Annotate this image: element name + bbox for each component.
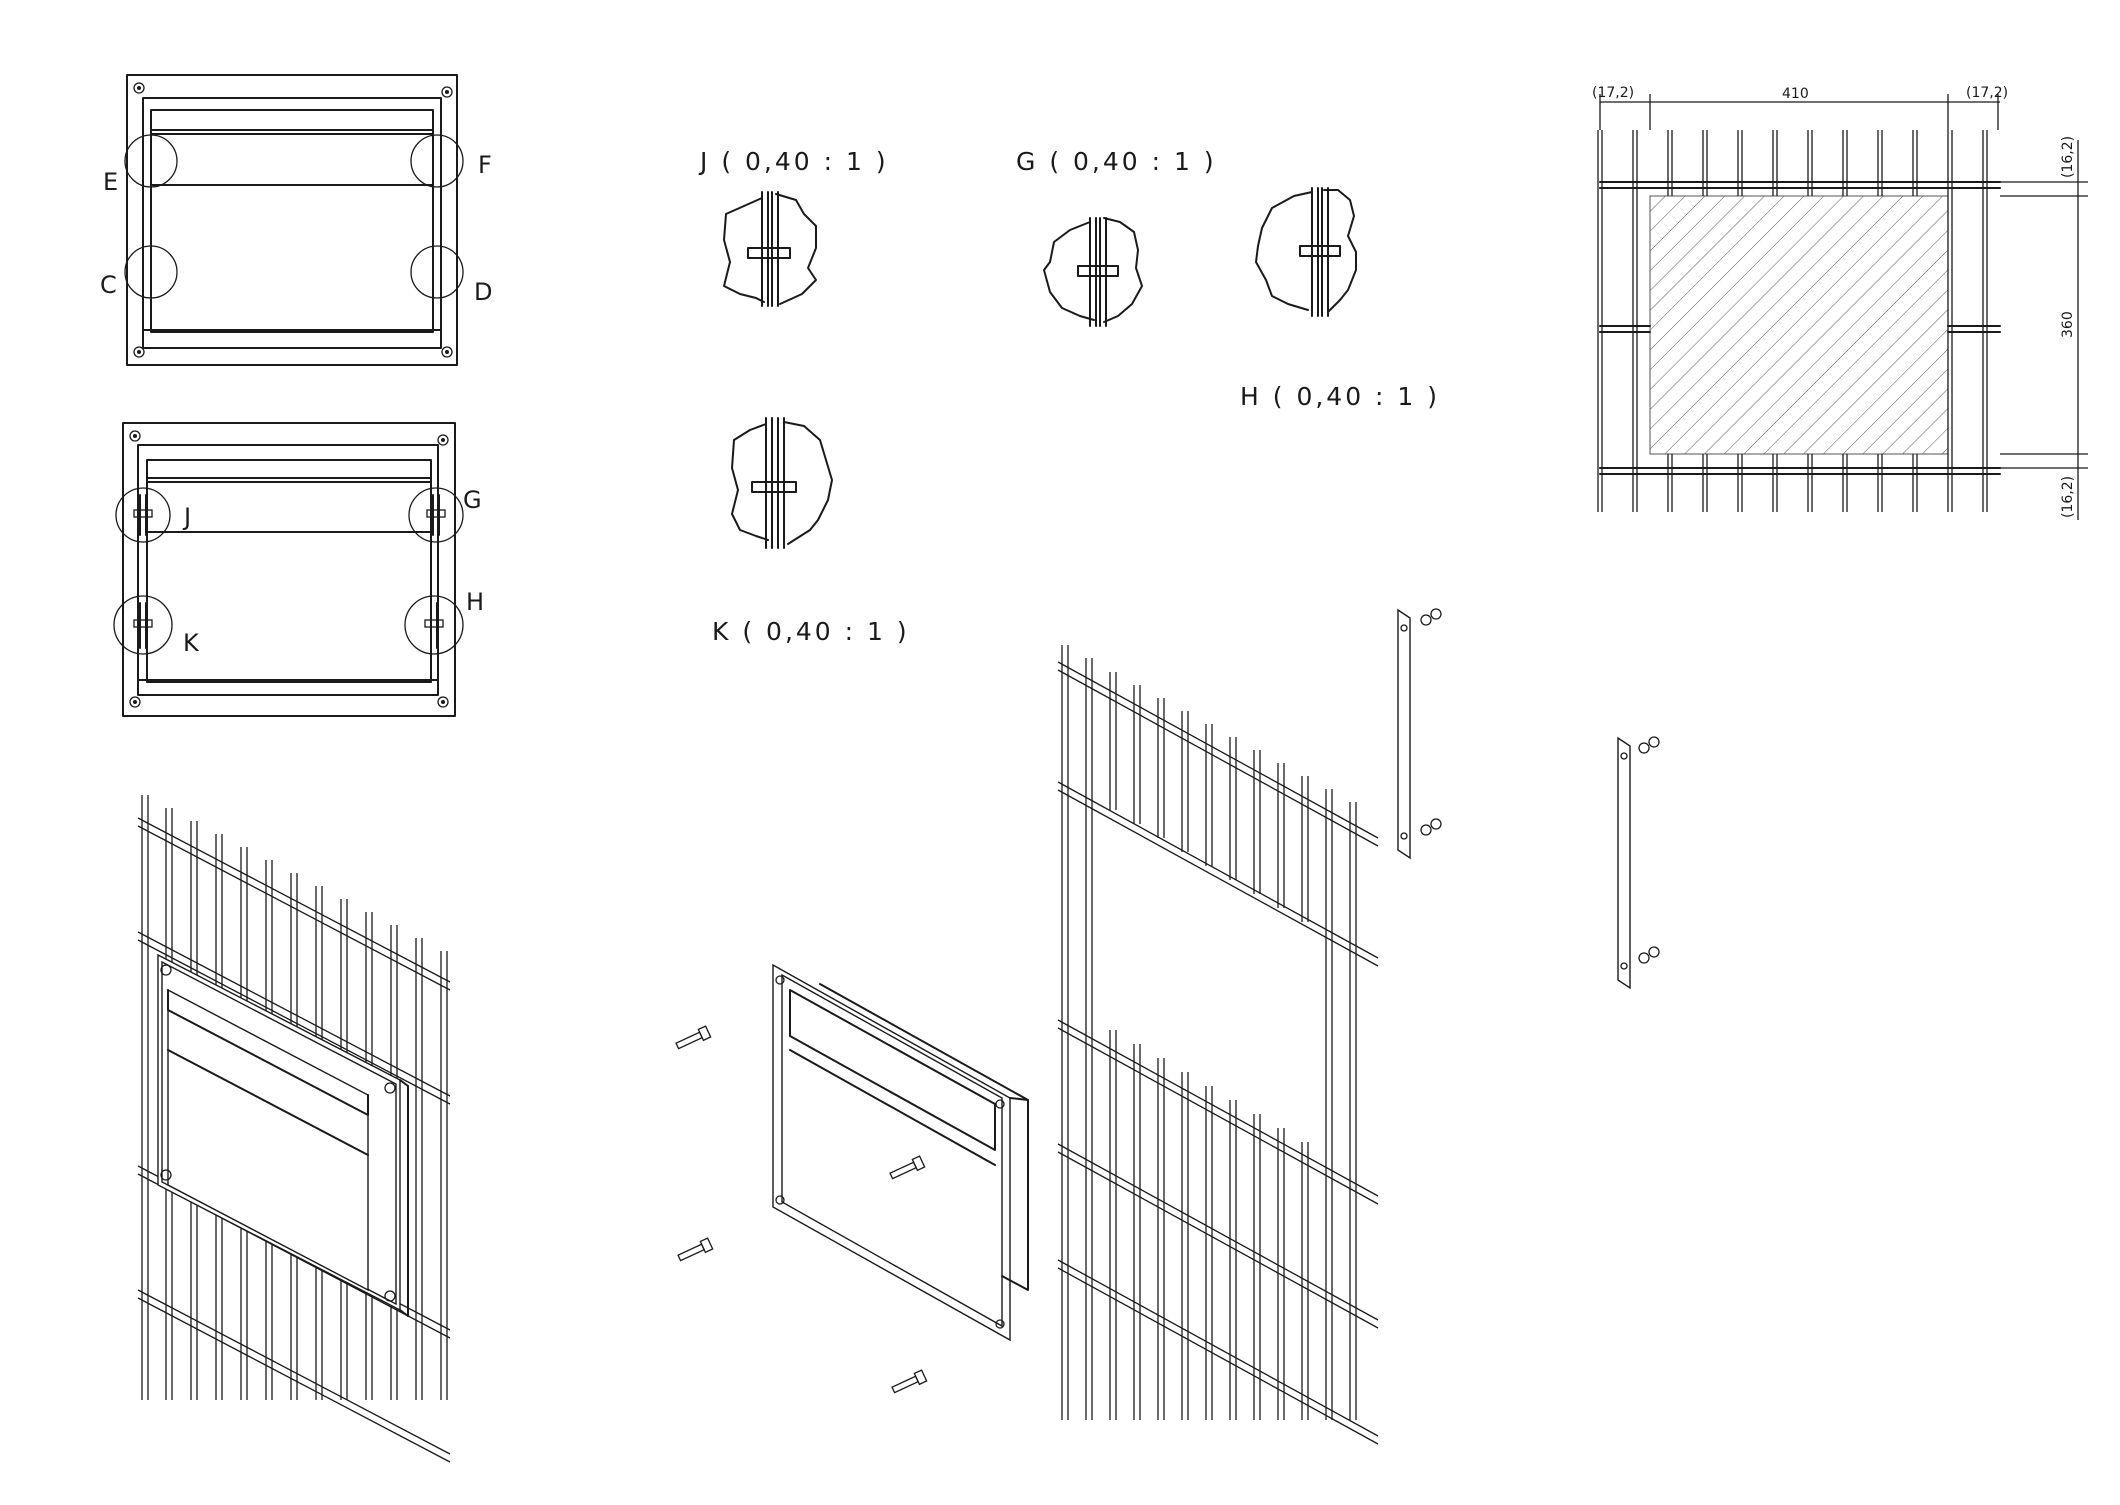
dim-bottom-offset: (16,2) [2060,476,2076,518]
detail-title-h: H ( 0,40 : 1 ) [1240,382,1440,411]
detail-marker-j: J [182,503,191,531]
detail-marker-h: H [466,588,484,616]
corner-screw-holes-2 [129,430,449,708]
cutout-hatched-area [1649,195,1949,455]
detail-marker-g: G [463,486,482,514]
mailbox-insert [772,963,1029,1342]
front-view-bottom: J G H K [113,422,484,717]
detail-circle-g [408,487,464,543]
detail-circle-e [124,134,178,188]
clamp-bar-1 [1397,608,1442,860]
fence-panel-with-cutout [1057,645,1379,1445]
corner-screw-holes [133,82,453,358]
front-view-top: E F C D [100,74,492,366]
fence-cutout-dimension-view: (17,2) 410 (17,2) (16,2) 360 (16,2) [1592,85,2088,520]
detail-circle-j [115,487,171,543]
dim-cutout-height: 360 [2060,311,2076,338]
mounting-screws [675,1025,928,1394]
detail-view-g: G ( 0,40 : 1 ) [1016,147,1217,327]
detail-marker-c: C [100,271,117,299]
detail-circle-h [404,595,464,655]
detail-marker-d: D [474,278,492,306]
detail-view-h: H ( 0,40 : 1 ) [1240,187,1440,411]
clamp-symbols [133,494,446,649]
detail-marker-e: E [103,168,118,196]
detail-view-k: K ( 0,40 : 1 ) [712,417,910,646]
clamp-bar-2 [1617,736,1660,990]
detail-circle-c [124,245,178,299]
assembled-isometric-view [137,795,451,1463]
detail-circle-f [410,134,464,188]
dim-right-offset: (17,2) [1966,85,2008,101]
detail-circle-d [410,245,464,299]
dim-cutout-width: 410 [1782,86,1809,102]
detail-marker-k: K [183,629,200,657]
detail-marker-f: F [478,151,492,179]
dim-left-offset: (17,2) [1592,85,1634,101]
detail-title-g: G ( 0,40 : 1 ) [1016,147,1217,176]
dim-top-offset: (16,2) [2060,136,2076,178]
detail-view-j: J ( 0,40 : 1 ) [698,147,889,307]
detail-title-k: K ( 0,40 : 1 ) [712,617,910,646]
detail-title-j: J ( 0,40 : 1 ) [698,147,889,176]
exploded-isometric-view [675,608,1442,1445]
detail-circle-k [113,595,173,655]
